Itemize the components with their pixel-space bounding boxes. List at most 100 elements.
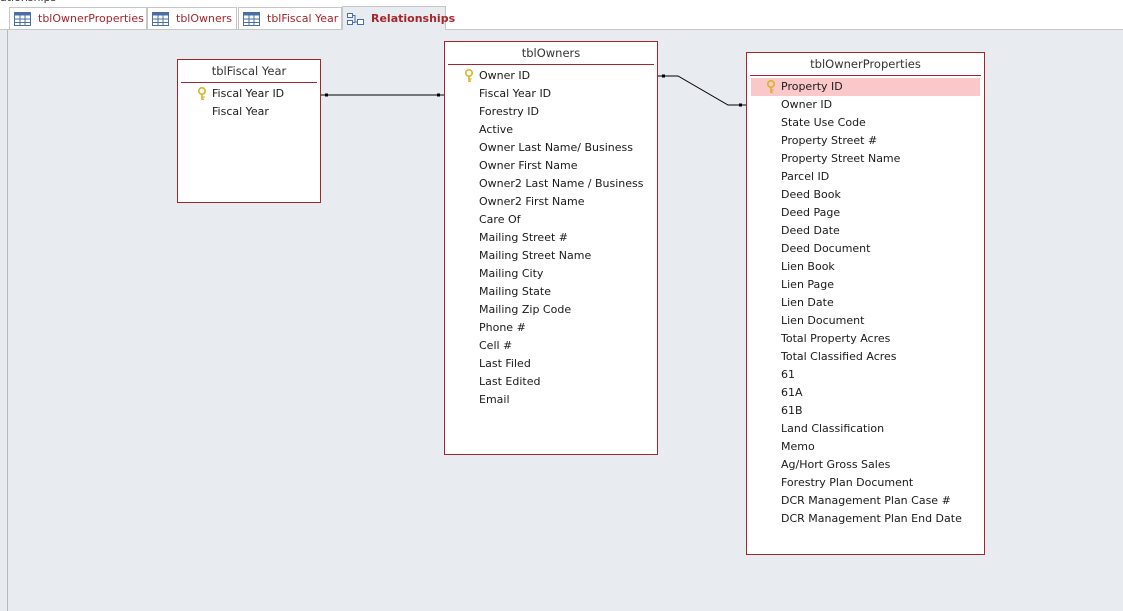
field-row[interactable]: Deed Date [747,222,984,240]
field-row[interactable]: Owner2 Last Name / Business [445,175,657,193]
field-row[interactable]: Email [445,391,657,409]
field-row[interactable]: State Use Code [747,114,984,132]
field-row[interactable]: Owner ID [445,67,657,85]
field-row[interactable]: 61 [747,366,984,384]
pane-divider [7,30,8,611]
table-title[interactable]: tblOwners [448,42,654,65]
field-name: Phone # [479,321,526,334]
field-name: Email [479,393,510,406]
field-name: Deed Date [781,224,840,237]
table-icon [243,11,260,26]
field-row[interactable]: Forestry Plan Document [747,474,984,492]
field-row[interactable]: Phone # [445,319,657,337]
field-name: Deed Page [781,206,841,219]
field-name: Lien Date [781,296,834,309]
field-row[interactable]: DCR Management Plan Case # [747,492,984,510]
field-row[interactable]: Mailing Zip Code [445,301,657,319]
field-row[interactable]: Mailing Street # [445,229,657,247]
field-name: Owner ID [781,98,833,111]
field-row[interactable]: Fiscal Year ID [178,85,320,103]
field-name: Care Of [479,213,521,226]
field-row[interactable]: Mailing State [445,283,657,301]
primary-key-icon [766,79,776,94]
field-name: Mailing Zip Code [479,303,572,316]
table-title[interactable]: tblFiscal Year [181,60,317,83]
field-row[interactable]: Owner ID [747,96,984,114]
table-icon [152,11,169,26]
document-tab-bar: tblOwnerProperties tblOwners tblFiscal Y… [0,5,1123,30]
field-row[interactable]: Deed Book [747,186,984,204]
field-name: Memo [781,440,815,453]
field-name: Mailing Street # [479,231,568,244]
field-name: Lien Book [781,260,835,273]
field-row[interactable]: Last Filed [445,355,657,373]
tab-tblowners[interactable]: tblOwners [147,7,237,29]
field-name: DCR Management Plan Case # [781,494,951,507]
field-row[interactable]: Memo [747,438,984,456]
field-row[interactable]: Mailing Street Name [445,247,657,265]
table-title[interactable]: tblOwnerProperties [750,53,981,76]
field-name: Lien Document [781,314,865,327]
field-row[interactable]: 61B [747,402,984,420]
field-row[interactable]: Lien Book [747,258,984,276]
field-row[interactable]: Lien Page [747,276,984,294]
field-name: Mailing State [479,285,551,298]
field-row[interactable]: Cell # [445,337,657,355]
field-row[interactable]: Active [445,121,657,139]
field-row[interactable]: Total Property Acres [747,330,984,348]
field-name: Land Classification [781,422,885,435]
field-name: DCR Management Plan End Date [781,512,962,525]
field-row[interactable]: Deed Page [747,204,984,222]
field-row[interactable]: Mailing City [445,265,657,283]
field-name: 61 [781,368,795,381]
field-name: Total Property Acres [781,332,891,345]
tab-tblfiscal-year[interactable]: tblFiscal Year [238,7,342,29]
field-name: Total Classified Acres [781,350,897,363]
field-row[interactable]: Forestry ID [445,103,657,121]
field-row[interactable]: Owner2 First Name [445,193,657,211]
field-row[interactable]: Lien Date [747,294,984,312]
field-name: Fiscal Year ID [212,87,285,100]
primary-key-icon [464,68,474,83]
table-icon [14,11,31,26]
field-row[interactable]: Total Classified Acres [747,348,984,366]
field-row[interactable]: Property Street # [747,132,984,150]
field-row[interactable]: Property Street Name [747,150,984,168]
window-title: ationships [0,0,56,4]
field-row[interactable]: Fiscal Year ID [445,85,657,103]
field-name: Owner2 Last Name / Business [479,177,644,190]
field-name: Cell # [479,339,513,352]
field-name: Property ID [781,80,843,93]
table-tblownerproperties[interactable]: tblOwnerProperties Property ID Owner ID St… [746,52,985,555]
field-row[interactable]: Deed Document [747,240,984,258]
field-row[interactable]: Last Edited [445,373,657,391]
field-list: Fiscal Year ID Fiscal Year [178,83,320,121]
field-name: Fiscal Year [212,105,269,118]
field-name: Active [479,123,514,136]
field-name: Deed Book [781,188,841,201]
field-name: Owner ID [479,69,531,82]
field-row[interactable]: Parcel ID [747,168,984,186]
field-row[interactable]: Property ID [751,78,980,96]
tab-tblownerproperties[interactable]: tblOwnerProperties [9,7,147,29]
field-name: Last Edited [479,375,541,388]
tab-label: tblOwners [176,12,232,25]
field-row[interactable]: Fiscal Year [178,103,320,121]
field-row[interactable]: Care Of [445,211,657,229]
field-row[interactable]: Owner Last Name/ Business [445,139,657,157]
relationship-fiscal-year-to-owners [321,93,444,97]
field-row[interactable]: DCR Management Plan End Date [747,510,984,528]
field-row[interactable]: 61A [747,384,984,402]
field-name: Lien Page [781,278,835,291]
relationship-owners-to-owner-properties [658,74,746,107]
primary-key-icon [197,86,207,101]
field-name: Deed Document [781,242,871,255]
field-row[interactable]: Lien Document [747,312,984,330]
table-tblfiscal-year[interactable]: tblFiscal Year Fiscal Year ID Fiscal Year [177,59,321,203]
field-row[interactable]: Owner First Name [445,157,657,175]
field-row[interactable]: Land Classification [747,420,984,438]
tab-relationships[interactable]: Relationships [342,6,455,30]
field-row[interactable]: Ag/Hort Gross Sales [747,456,984,474]
